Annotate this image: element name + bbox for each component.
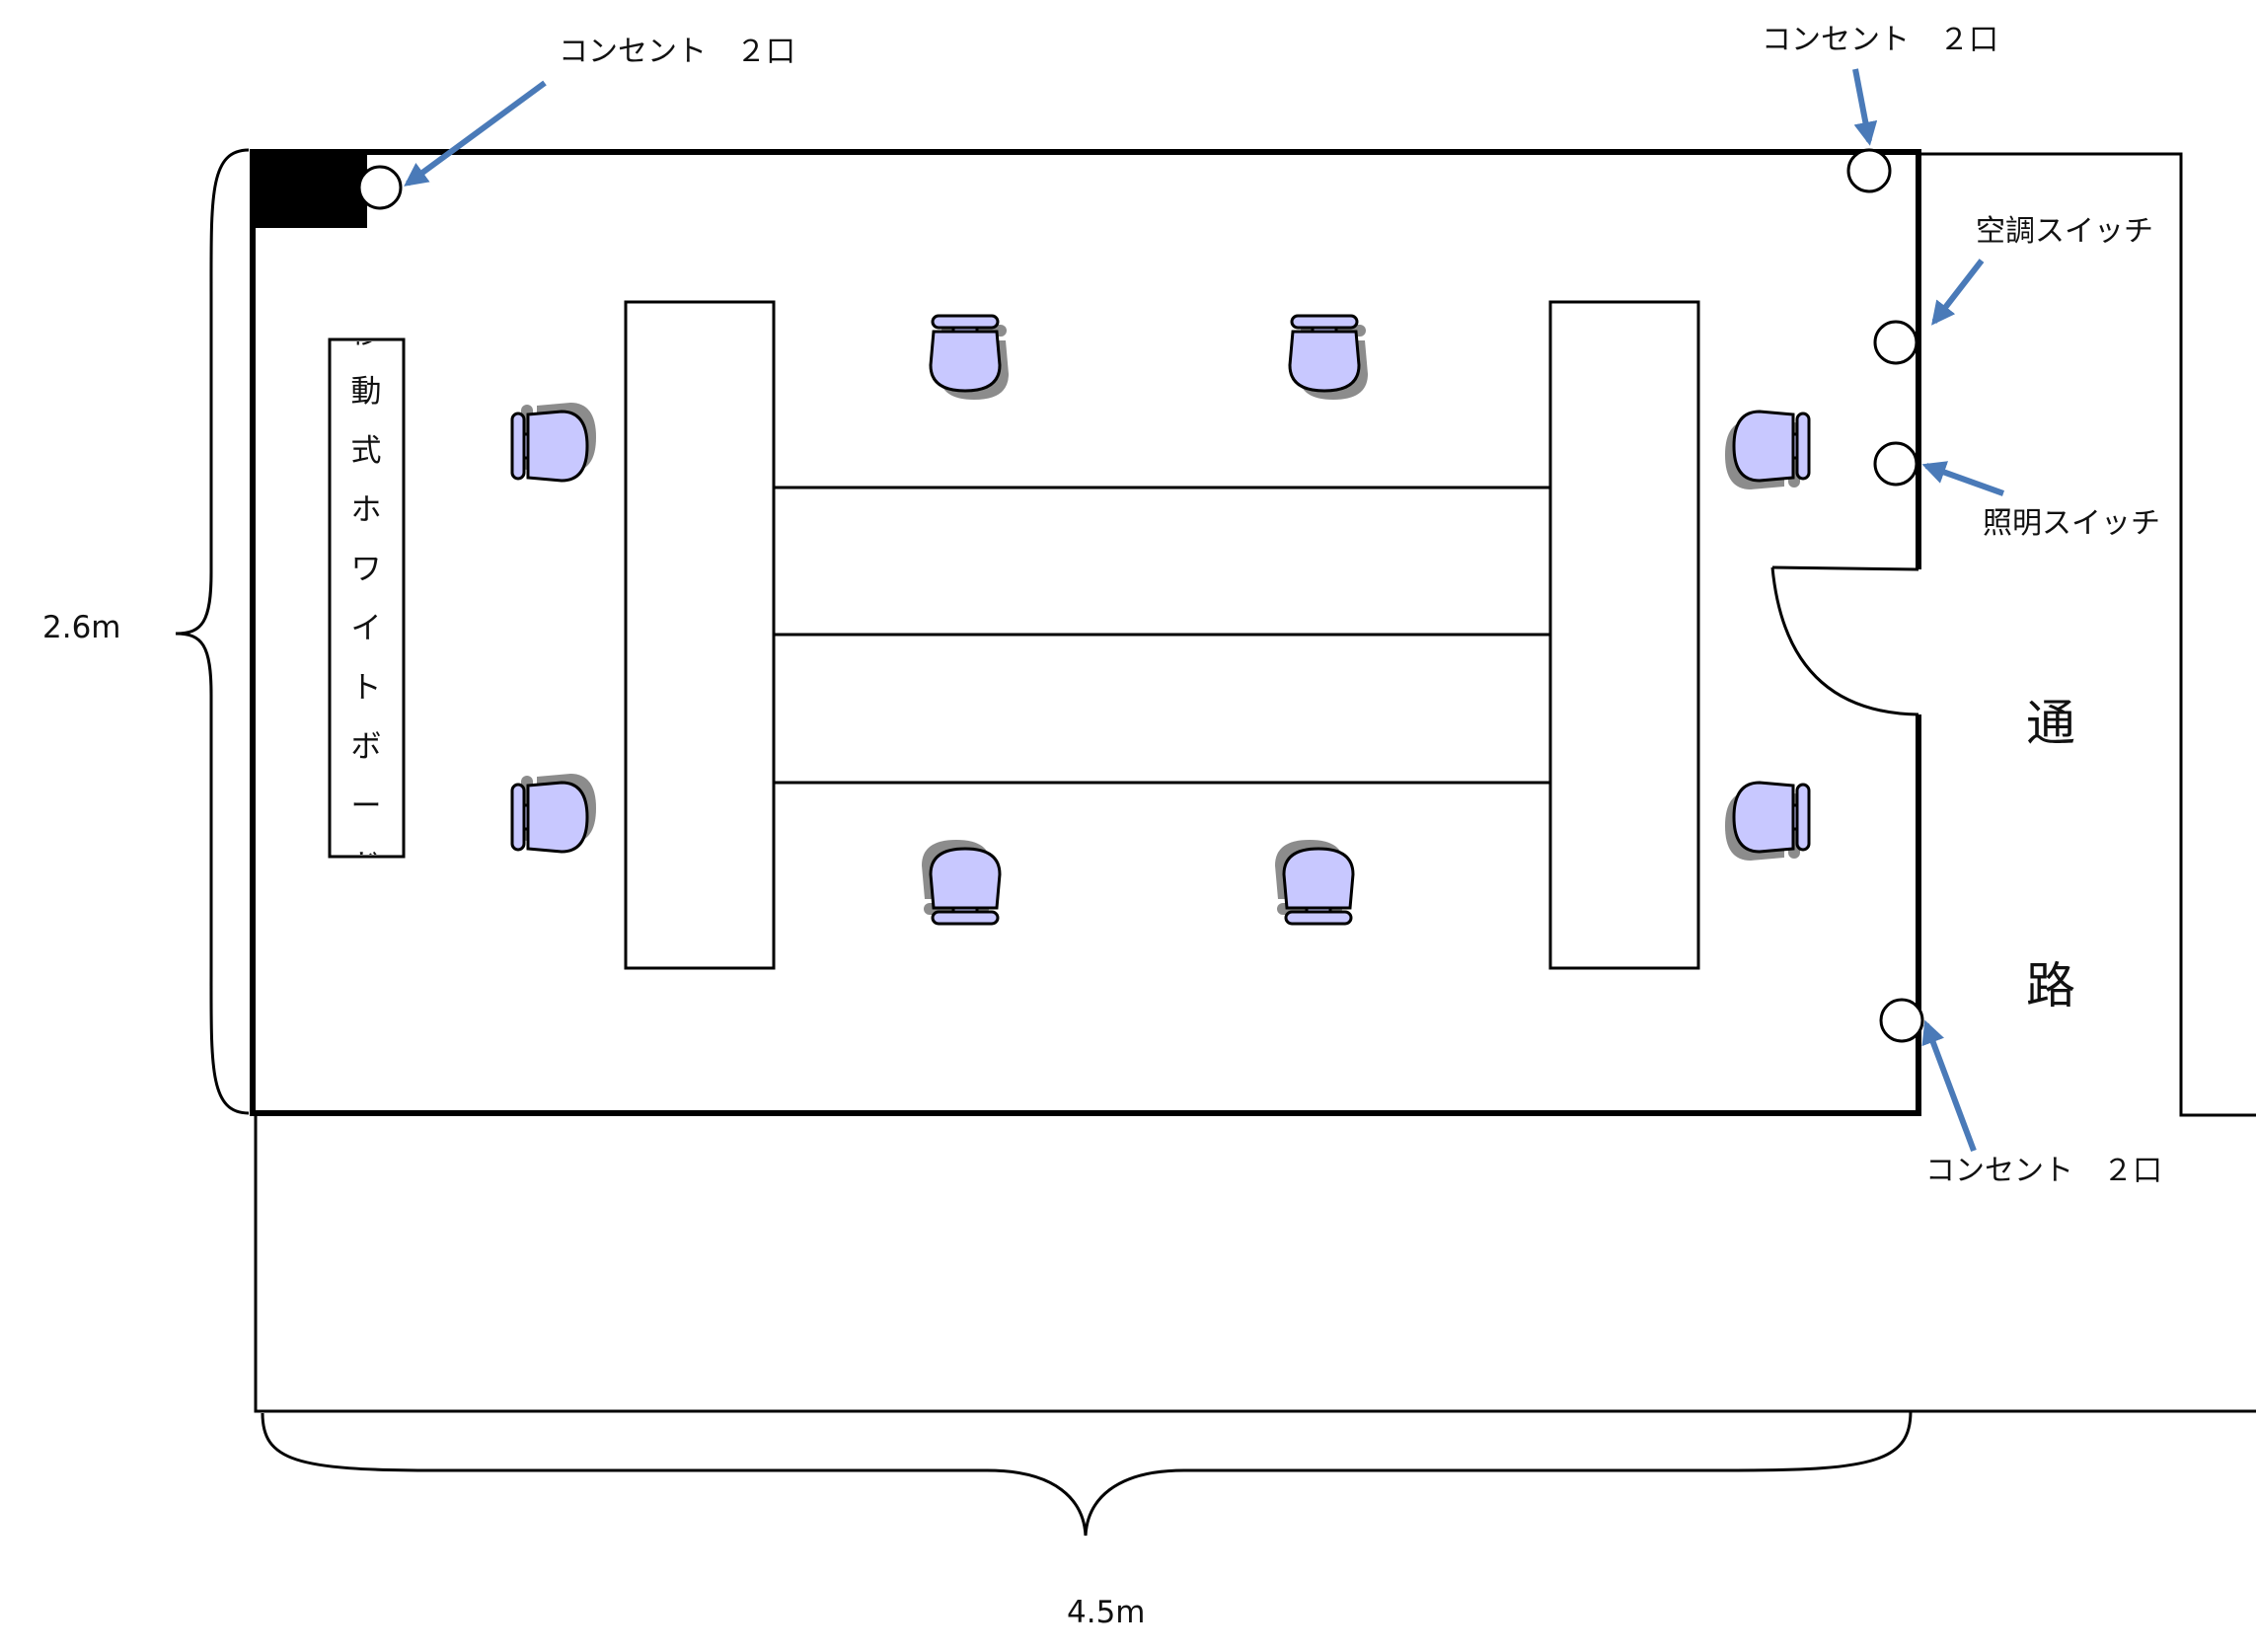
chair-icon: [1723, 410, 1811, 491]
whiteboard-label-char: ボ: [351, 729, 382, 765]
label-outlet-top-left: コンセント ２口: [559, 35, 795, 69]
arrow-outlet-bottom-right: [1921, 1019, 1977, 1153]
chair-icon: [1273, 838, 1355, 926]
room-walls: [250, 149, 1921, 1116]
label-corridor-1: 通: [2026, 695, 2075, 752]
chair-icon: [510, 772, 598, 854]
height-brace: [175, 148, 250, 1115]
arrow-ac-switch: [1931, 259, 1985, 326]
light-switch-icon: [1873, 441, 1918, 487]
chair-icon: [510, 401, 598, 483]
building-outline: [254, 152, 2256, 1413]
whiteboard-label-char: 式: [351, 433, 382, 469]
label-corridor-2: 路: [2026, 957, 2075, 1014]
ac-switch-icon: [1873, 320, 1918, 365]
label-outlet-bottom-right: コンセント ２口: [1925, 1154, 2162, 1188]
pillar: [255, 154, 367, 228]
whiteboard-label-char: 移: [351, 315, 382, 350]
label-width-dimension: 4.5m: [1067, 1595, 1146, 1630]
label-outlet-top-right: コンセント ２口: [1762, 23, 1998, 57]
chair-icon: [1288, 314, 1370, 402]
whiteboard-label-char: ワ: [351, 552, 382, 587]
outlet-bottom-right-icon: [1879, 998, 1924, 1043]
whiteboard-label-char: ー: [351, 788, 382, 824]
table-right: [1548, 300, 1700, 970]
label-ac-switch: 空調スイッチ: [1976, 214, 2153, 249]
whiteboard-label-char: ト: [351, 670, 382, 706]
arrow-light-switch: [1921, 461, 2005, 496]
outlet-top-right-icon: [1846, 148, 1892, 193]
table-left: [624, 300, 776, 970]
arrow-outlet-top-left: [404, 80, 547, 187]
outlet-top-left-icon: [357, 165, 403, 210]
arrow-outlet-top-right: [1852, 68, 1878, 146]
label-light-switch: 照明スイッチ: [1983, 506, 2160, 541]
door: [1770, 565, 1919, 716]
width-brace: [261, 1410, 1913, 1537]
conference-table: [624, 300, 1700, 970]
label-height-dimension: 2.6m: [42, 610, 121, 645]
whiteboard-label-char: 動: [351, 374, 382, 410]
whiteboard-label-char: ホ: [351, 492, 382, 528]
chair-icon: [1723, 781, 1811, 863]
whiteboard-label-char: イ: [351, 611, 382, 646]
chair-icon: [929, 314, 1011, 402]
chair-icon: [920, 838, 1002, 926]
whiteboard-label-char: ド: [351, 848, 382, 883]
